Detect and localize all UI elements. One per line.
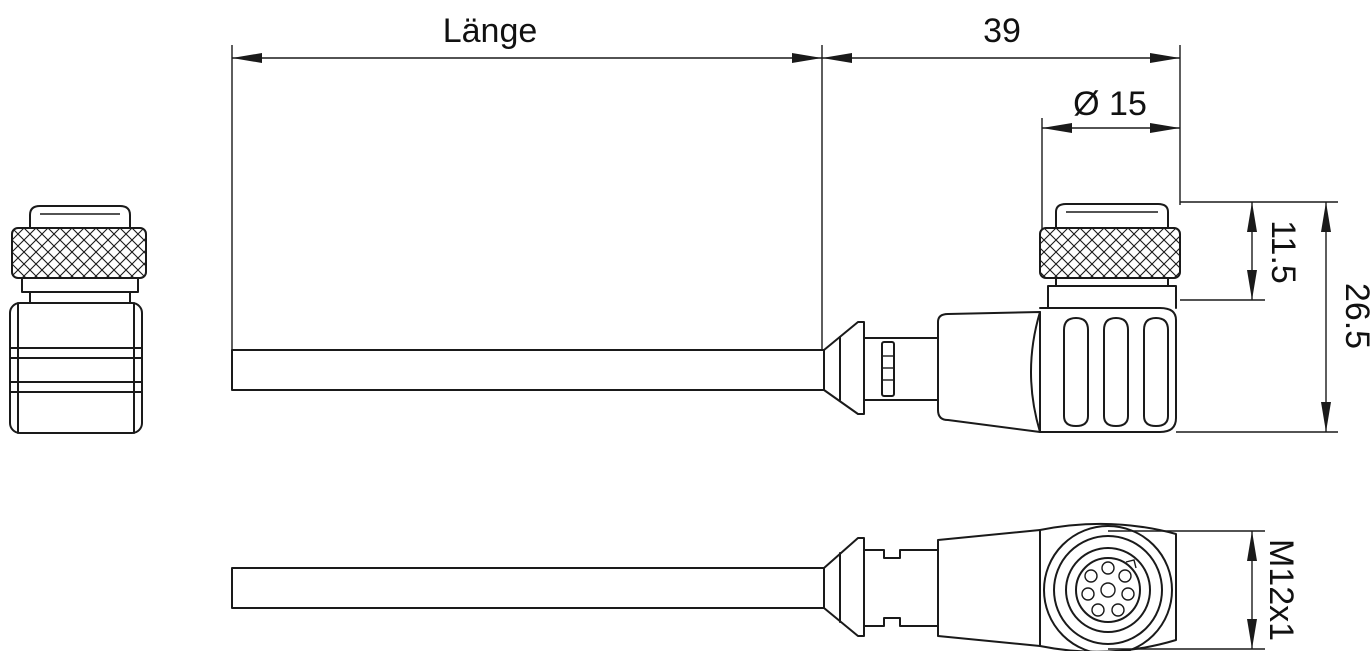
angled-housing-top: [937, 311, 1041, 433]
dimension-lines: [232, 45, 1338, 650]
cable-bottom: [231, 567, 825, 609]
total-height-label: 26.5: [1338, 283, 1371, 349]
pin-pattern: [1081, 559, 1137, 617]
diameter-label: Ø 15: [1073, 85, 1147, 123]
top-cable-view: [231, 45, 1181, 433]
connector-length-label: 39: [983, 12, 1021, 50]
left-connector-view: [9, 205, 147, 434]
strain-relief-bottom: [823, 537, 865, 637]
bottom-cable-view: [231, 522, 1177, 651]
knurled-nut-left: [11, 227, 147, 279]
connector-face: [1043, 525, 1173, 651]
cable-top: [231, 349, 825, 391]
length-label: Länge: [443, 12, 538, 50]
angled-housing-bottom: [937, 529, 1041, 647]
nut-height-label: 11.5: [1264, 220, 1302, 284]
knurled-nut-top: [1039, 227, 1181, 279]
thread-label: M12x1: [1262, 539, 1300, 641]
strain-relief-top: [823, 321, 865, 415]
